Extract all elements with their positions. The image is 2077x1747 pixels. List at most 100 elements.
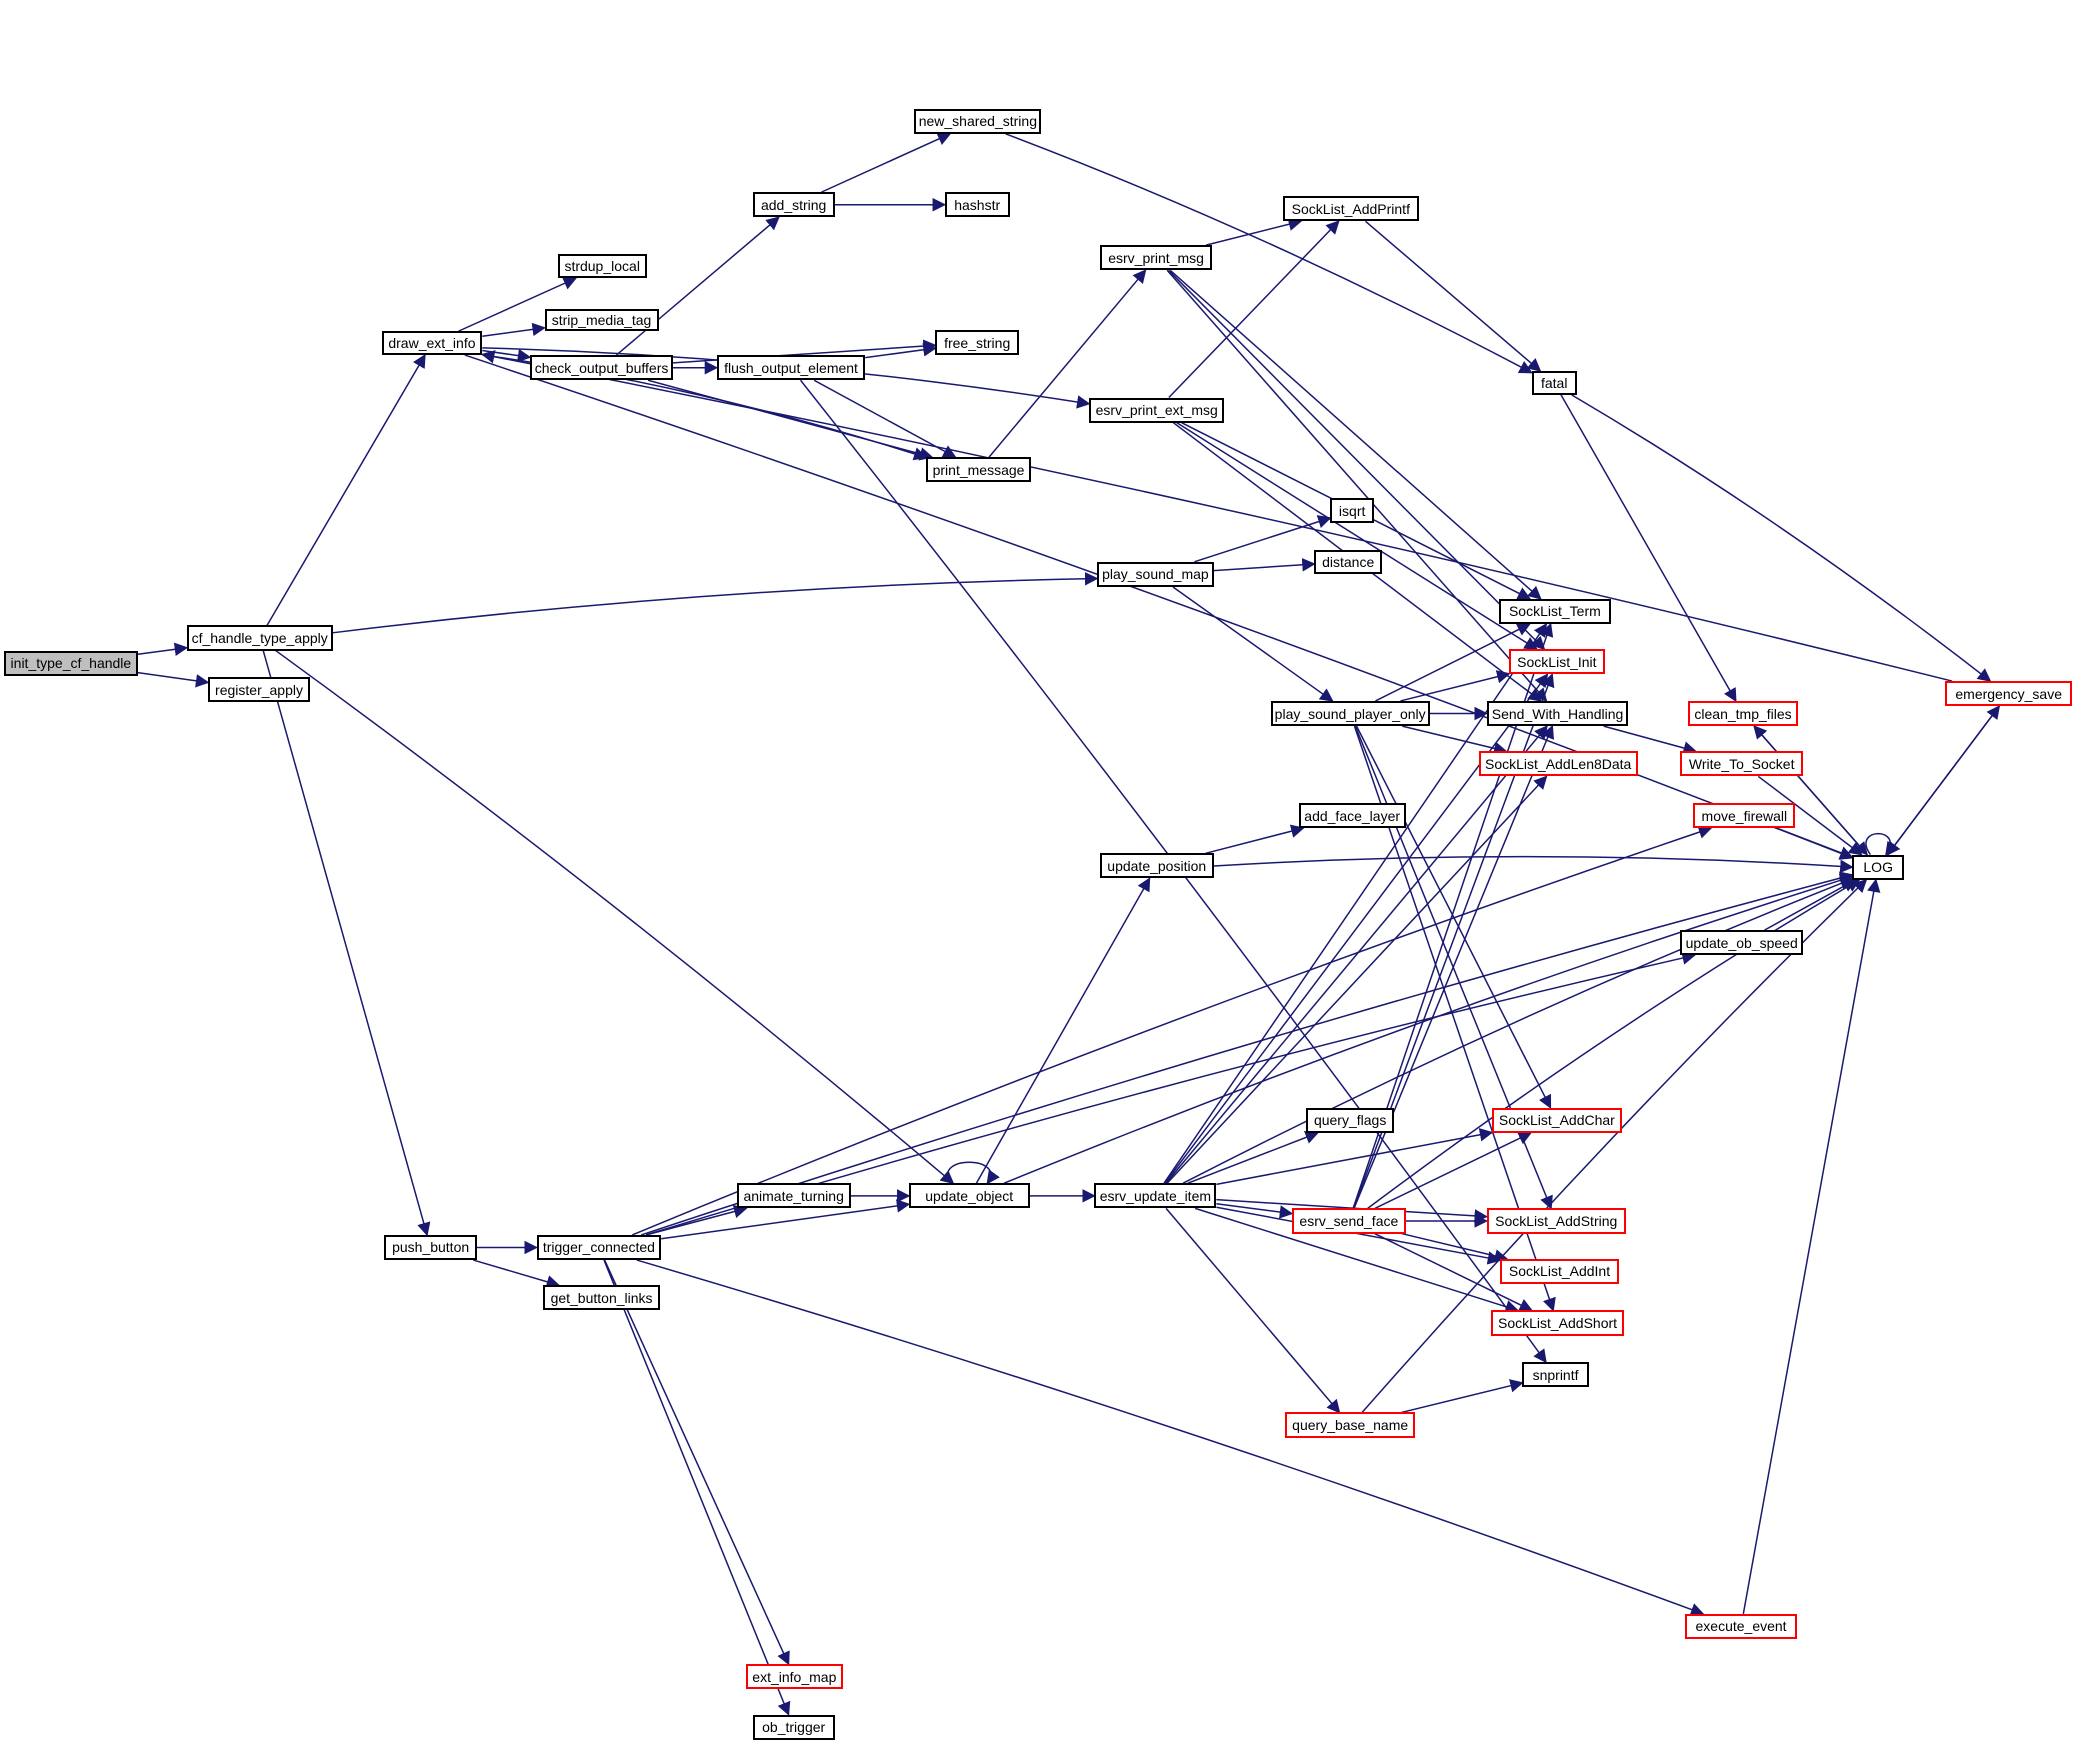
edge-init-type-cf-handle-to-register-apply — [137, 671, 210, 688]
edge-esrv-print-msg-to-send-with-handling — [1166, 269, 1548, 702]
node-free-string[interactable]: free_string — [935, 329, 1019, 356]
node-fatal[interactable]: fatal — [1531, 371, 1577, 395]
node-log[interactable]: LOG — [1852, 854, 1905, 880]
node-play-sound-map[interactable]: play_sound_map — [1097, 561, 1214, 587]
edge-cf-handle-type-apply-to-draw-ext-info — [266, 353, 426, 626]
edge-play-sound-player-only-to-socklist-addchar — [1355, 725, 1552, 1109]
node-hashstr[interactable]: hashstr — [944, 192, 1010, 218]
edge-cf-handle-type-apply-to-update-object — [275, 649, 955, 1185]
node-draw-ext-info[interactable]: draw_ext_info — [381, 331, 483, 356]
edge-move-firewall-to-log — [1776, 827, 1854, 860]
edge-cf-handle-type-apply-to-push-button — [262, 650, 431, 1237]
node-add-string[interactable]: add_string — [752, 192, 835, 218]
node-esrv-print-ext-msg[interactable]: esrv_print_ext_msg — [1089, 397, 1225, 423]
edge-esrv-update-item-to-socklist-addshort — [1194, 1207, 1520, 1314]
edge-play-sound-map-to-isqrt — [1194, 515, 1332, 563]
node-push-button[interactable]: push_button — [384, 1234, 477, 1261]
node-write-to-socket[interactable]: Write_To_Socket — [1680, 751, 1804, 777]
node-socklist-init[interactable]: SockList_Init — [1509, 649, 1605, 675]
node-query-base-name[interactable]: query_base_name — [1285, 1412, 1416, 1438]
edge-esrv-print-msg-to-socklist-term — [1169, 269, 1542, 600]
node-socklist-addchar[interactable]: SockList_AddChar — [1491, 1107, 1622, 1133]
node-esrv-send-face[interactable]: esrv_send_face — [1291, 1208, 1406, 1234]
node-clean-tmp-files[interactable]: clean_tmp_files — [1688, 700, 1799, 727]
node-socklist-addshort[interactable]: SockList_AddShort — [1490, 1310, 1625, 1336]
node-add-face-layer[interactable]: add_face_layer — [1298, 802, 1406, 829]
node-update-object[interactable]: update_object — [908, 1183, 1030, 1209]
node-strdup-local[interactable]: strdup_local — [557, 254, 647, 279]
node-animate-turning[interactable]: animate_turning — [736, 1183, 851, 1209]
node-play-sound-player-only[interactable]: play_sound_player_only — [1270, 700, 1430, 727]
node-distance[interactable]: distance — [1314, 549, 1382, 574]
node-init-type-cf-handle[interactable]: init_type_cf_handle — [3, 650, 138, 676]
edge-esrv-print-msg-to-socklist-init — [1168, 269, 1546, 651]
edge-play-sound-map-to-distance — [1213, 558, 1316, 572]
node-print-message[interactable]: print_message — [926, 457, 1031, 483]
node-socklist-addstring[interactable]: SockList_AddString — [1486, 1208, 1626, 1234]
edge-flush-output-element-to-free-string — [865, 343, 937, 359]
edge-esrv-update-item-to-socklist-addstring — [1216, 1198, 1488, 1223]
edge-trigger-connected-to-ext-info-map — [603, 1259, 790, 1666]
edge-write-to-socket-to-log — [1757, 775, 1863, 856]
node-socklist-addprintf[interactable]: SockList_AddPrintf — [1282, 196, 1420, 222]
edge-update-ob-speed-to-log — [1764, 879, 1857, 931]
edge-esrv-send-face-to-socklist-addshort — [1374, 1232, 1534, 1312]
edge-esrv-update-item-to-socklist-init — [1164, 673, 1549, 1184]
node-ext-info-map[interactable]: ext_info_map — [745, 1664, 843, 1690]
edge-print-message-to-esrv-print-msg — [988, 269, 1147, 458]
node-socklist-addint[interactable]: SockList_AddInt — [1499, 1258, 1620, 1284]
edge-trigger-connected-to-ob-trigger — [603, 1259, 791, 1716]
edge-check-output-buffers-to-free-string — [673, 339, 937, 364]
node-ob-trigger[interactable]: ob_trigger — [752, 1714, 835, 1740]
edge-esrv-send-face-to-send-with-handling — [1353, 724, 1554, 1209]
node-update-ob-speed[interactable]: update_ob_speed — [1680, 930, 1804, 956]
node-strip-media-tag[interactable]: strip_media_tag — [544, 308, 659, 332]
edge-play-sound-player-only-to-socklist-init — [1400, 670, 1511, 702]
edge-play-sound-map-to-play-sound-player-only — [1172, 586, 1334, 702]
edge-emergency-save-to-log — [1886, 705, 2000, 856]
edge-esrv-update-item-to-esrv-send-face — [1216, 1202, 1294, 1219]
node-get-button-links[interactable]: get_button_links — [543, 1285, 660, 1311]
edge-esrv-send-face-to-socklist-init — [1352, 673, 1555, 1209]
edge-update-object-to-log — [1003, 873, 1854, 1184]
edge-esrv-print-msg-to-socklist-addprintf — [1205, 217, 1303, 246]
edge-esrv-update-item-to-query-base-name — [1165, 1207, 1341, 1414]
node-socklist-term[interactable]: SockList_Term — [1498, 598, 1612, 625]
node-trigger-connected[interactable]: trigger_connected — [536, 1234, 662, 1261]
edge-update-object-to-update-position — [975, 877, 1151, 1184]
edge-esrv-print-ext-msg-to-socklist-init — [1176, 422, 1539, 650]
edge-flush-output-element-to-print-message — [813, 379, 957, 458]
edge-draw-ext-info-to-strdup-local — [458, 277, 578, 332]
edge-emergency-save-to-draw-ext-info — [480, 350, 1953, 682]
edge-socklist-addprintf-to-fatal — [1365, 220, 1542, 372]
edge-esrv-send-face-to-log — [1367, 879, 1861, 1210]
node-register-apply[interactable]: register_apply — [208, 677, 311, 703]
edge-query-base-name-to-snprintf — [1401, 1379, 1524, 1414]
node-esrv-print-msg[interactable]: esrv_print_msg — [1099, 245, 1213, 271]
node-execute-event[interactable]: execute_event — [1685, 1613, 1797, 1640]
node-socklist-addlen8data[interactable]: SockList_AddLen8Data — [1478, 751, 1638, 777]
node-esrv-update-item[interactable]: esrv_update_item — [1094, 1183, 1217, 1209]
node-query-flags[interactable]: query_flags — [1306, 1107, 1394, 1133]
node-isqrt[interactable]: isqrt — [1330, 498, 1375, 524]
node-snprintf[interactable]: snprintf — [1522, 1362, 1589, 1388]
node-new-shared-string[interactable]: new_shared_string — [914, 108, 1042, 134]
edge-check-output-buffers-to-add-string — [615, 216, 780, 356]
node-cf-handle-type-apply[interactable]: cf_handle_type_apply — [186, 625, 333, 651]
edge-trigger-connected-to-execute-event — [636, 1259, 1705, 1616]
edge-esrv-update-item-to-send-with-handling — [1165, 725, 1548, 1184]
edge-log-to-clean-tmp-files — [1753, 725, 1868, 856]
node-flush-output-element[interactable]: flush_output_element — [716, 355, 866, 381]
edge-esrv-send-face-to-socklist-addint — [1401, 1232, 1509, 1263]
edge-update-object-to-update-object — [947, 1161, 1000, 1185]
edge-execute-event-to-log — [1742, 878, 1881, 1614]
node-update-position[interactable]: update_position — [1099, 853, 1214, 879]
node-send-with-handling[interactable]: Send_With_Handling — [1486, 700, 1629, 727]
edge-check-output-buffers-to-print-message — [647, 379, 934, 461]
edge-log-to-log — [1865, 832, 1899, 856]
edge-init-type-cf-handle-to-cf-handle-type-apply — [137, 642, 189, 657]
node-move-firewall[interactable]: move_firewall — [1693, 802, 1796, 829]
node-check-output-buffers[interactable]: check_output_buffers — [530, 355, 674, 381]
node-emergency-save[interactable]: emergency_save — [1945, 681, 2073, 707]
